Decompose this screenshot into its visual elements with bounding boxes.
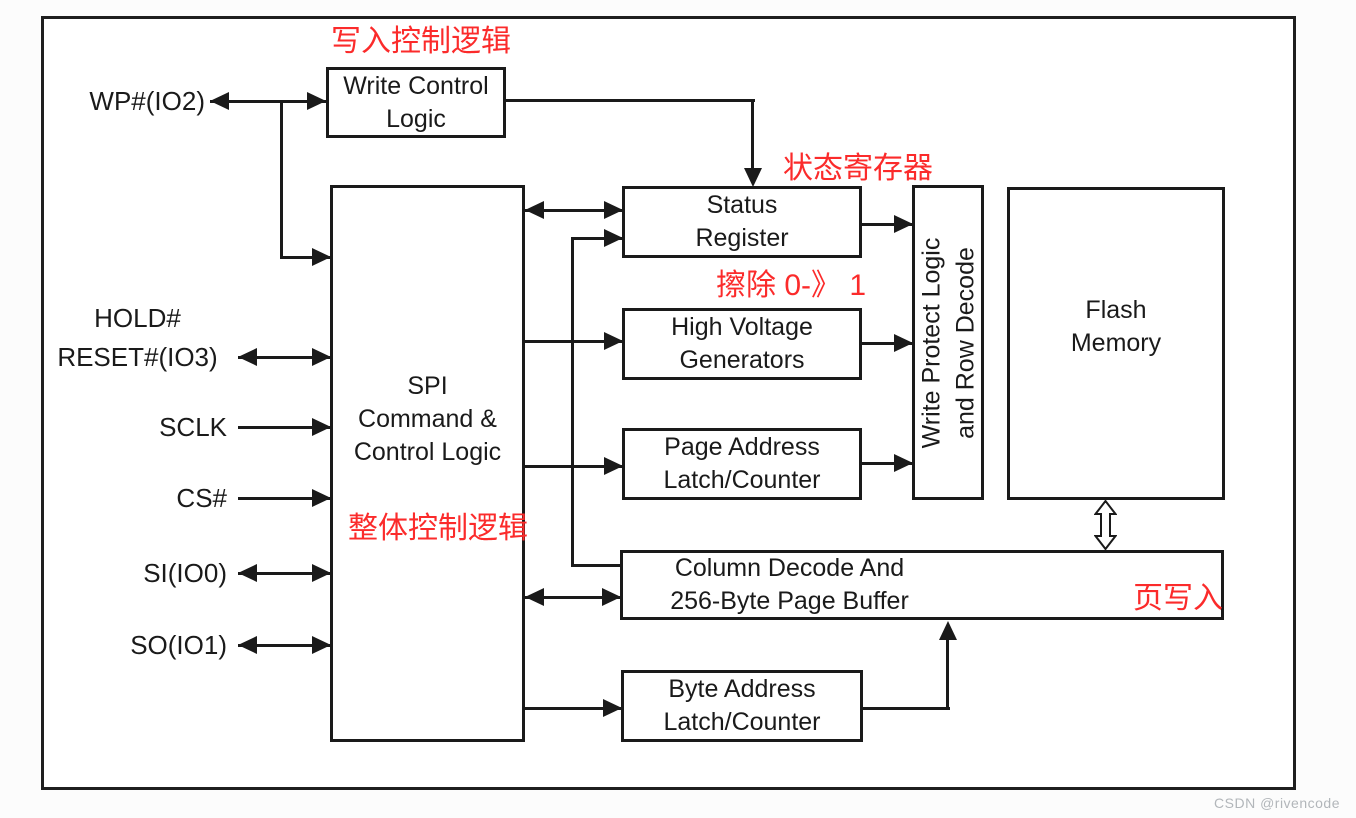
arrowhead-left-icon: [525, 588, 544, 606]
wire-wp-to-spi: [280, 256, 330, 259]
block-high-voltage-generators: High Voltage Generators: [622, 308, 862, 380]
pin-label-cs: CS#: [176, 483, 227, 513]
wire-trunk-to-status: [571, 237, 622, 240]
arrowhead-right-icon: [894, 215, 913, 233]
wire-writecontrol-to-status-v: [751, 99, 754, 168]
arrowhead-right-icon: [604, 201, 623, 219]
wire-wp-bidirectional: [210, 100, 326, 103]
wire-sclk-to-spi: [238, 426, 330, 429]
arrowhead-left-icon: [525, 201, 544, 219]
double-arrow-flash-columndecode-icon: [1094, 500, 1117, 550]
wire-highvoltage-to-writeprotect: [862, 342, 912, 345]
arrowhead-left-icon: [210, 92, 229, 110]
arrowhead-up-icon: [939, 621, 957, 640]
arrowhead-right-icon: [312, 489, 331, 507]
arrowhead-right-icon: [894, 334, 913, 352]
wire-status-to-writeprotect: [862, 223, 912, 226]
wire-so-bidirectional: [238, 644, 330, 647]
wire-spi-status-bidirectional: [525, 209, 622, 212]
block-page-address-latch-counter: Page Address Latch/Counter: [622, 428, 862, 500]
block-status-register: Status Register: [622, 186, 862, 258]
wire-wp-junction-vertical: [280, 100, 283, 257]
arrowhead-right-icon: [312, 248, 331, 266]
wire-spi-to-pageaddress: [525, 465, 622, 468]
wire-spi-columndecode-bidirectional: [525, 596, 620, 599]
pin-label-hold-reset: HOLD# RESET#(IO3): [57, 303, 218, 372]
block-write-protect-row-decode-label: Write Protect Logic and Row Decode: [917, 237, 979, 448]
wire-cs-to-spi: [238, 497, 330, 500]
arrowhead-right-icon: [307, 92, 326, 110]
wire-trunk-to-columndecode: [571, 564, 623, 567]
wire-pageaddress-to-writeprotect: [862, 462, 912, 465]
arrowhead-right-icon: [604, 332, 623, 350]
pin-label-so: SO(IO1): [130, 630, 227, 660]
arrowhead-right-icon: [603, 699, 622, 717]
wire-byteaddress-to-columndecode-h: [861, 707, 950, 710]
block-column-decode-page-buffer: Column Decode And 256-Byte Page Buffer: [620, 550, 1224, 620]
pin-label-sclk: SCLK: [159, 412, 227, 442]
annotation-overall-control-logic: 整体控制逻辑: [348, 512, 528, 545]
annotation-write-control-logic: 写入控制逻辑: [331, 25, 511, 58]
wire-trunk-vertical: [571, 237, 574, 567]
arrowhead-left-icon: [238, 636, 257, 654]
annotation-erase: 擦除 0-》 1: [716, 269, 867, 302]
block-write-control-logic: Write Control Logic: [326, 67, 506, 138]
block-spi-command-control-logic: SPI Command & Control Logic: [330, 185, 525, 742]
wire-si-bidirectional: [238, 572, 330, 575]
wire-spi-to-highvoltage: [525, 340, 622, 343]
arrowhead-right-icon: [604, 457, 623, 475]
wire-spi-to-byteaddress: [525, 707, 621, 710]
block-flash-memory: Flash Memory: [1007, 187, 1225, 500]
arrowhead-right-icon: [312, 348, 331, 366]
arrowhead-right-icon: [604, 229, 623, 247]
pin-label-si: SI(IO0): [143, 558, 227, 588]
wire-holdreset-bidirectional: [238, 356, 330, 359]
annotation-page-write: 页写入: [1133, 582, 1223, 615]
block-write-protect-row-decode: Write Protect Logic and Row Decode: [912, 185, 984, 500]
arrowhead-right-icon: [894, 454, 913, 472]
watermark: CSDN @rivencode: [1214, 795, 1340, 811]
arrowhead-left-icon: [238, 564, 257, 582]
arrowhead-right-icon: [602, 588, 621, 606]
arrowhead-left-icon: [238, 348, 257, 366]
arrowhead-right-icon: [312, 564, 331, 582]
annotation-status-register: 状态寄存器: [783, 152, 933, 185]
pin-label-wp: WP#(IO2): [89, 86, 205, 116]
block-byte-address-latch-counter: Byte Address Latch/Counter: [621, 670, 863, 742]
arrowhead-down-icon: [744, 168, 762, 187]
arrowhead-right-icon: [312, 636, 331, 654]
arrowhead-right-icon: [312, 418, 331, 436]
wire-writecontrol-to-status-h: [504, 99, 755, 102]
wire-byteaddress-to-columndecode-v: [946, 638, 949, 708]
